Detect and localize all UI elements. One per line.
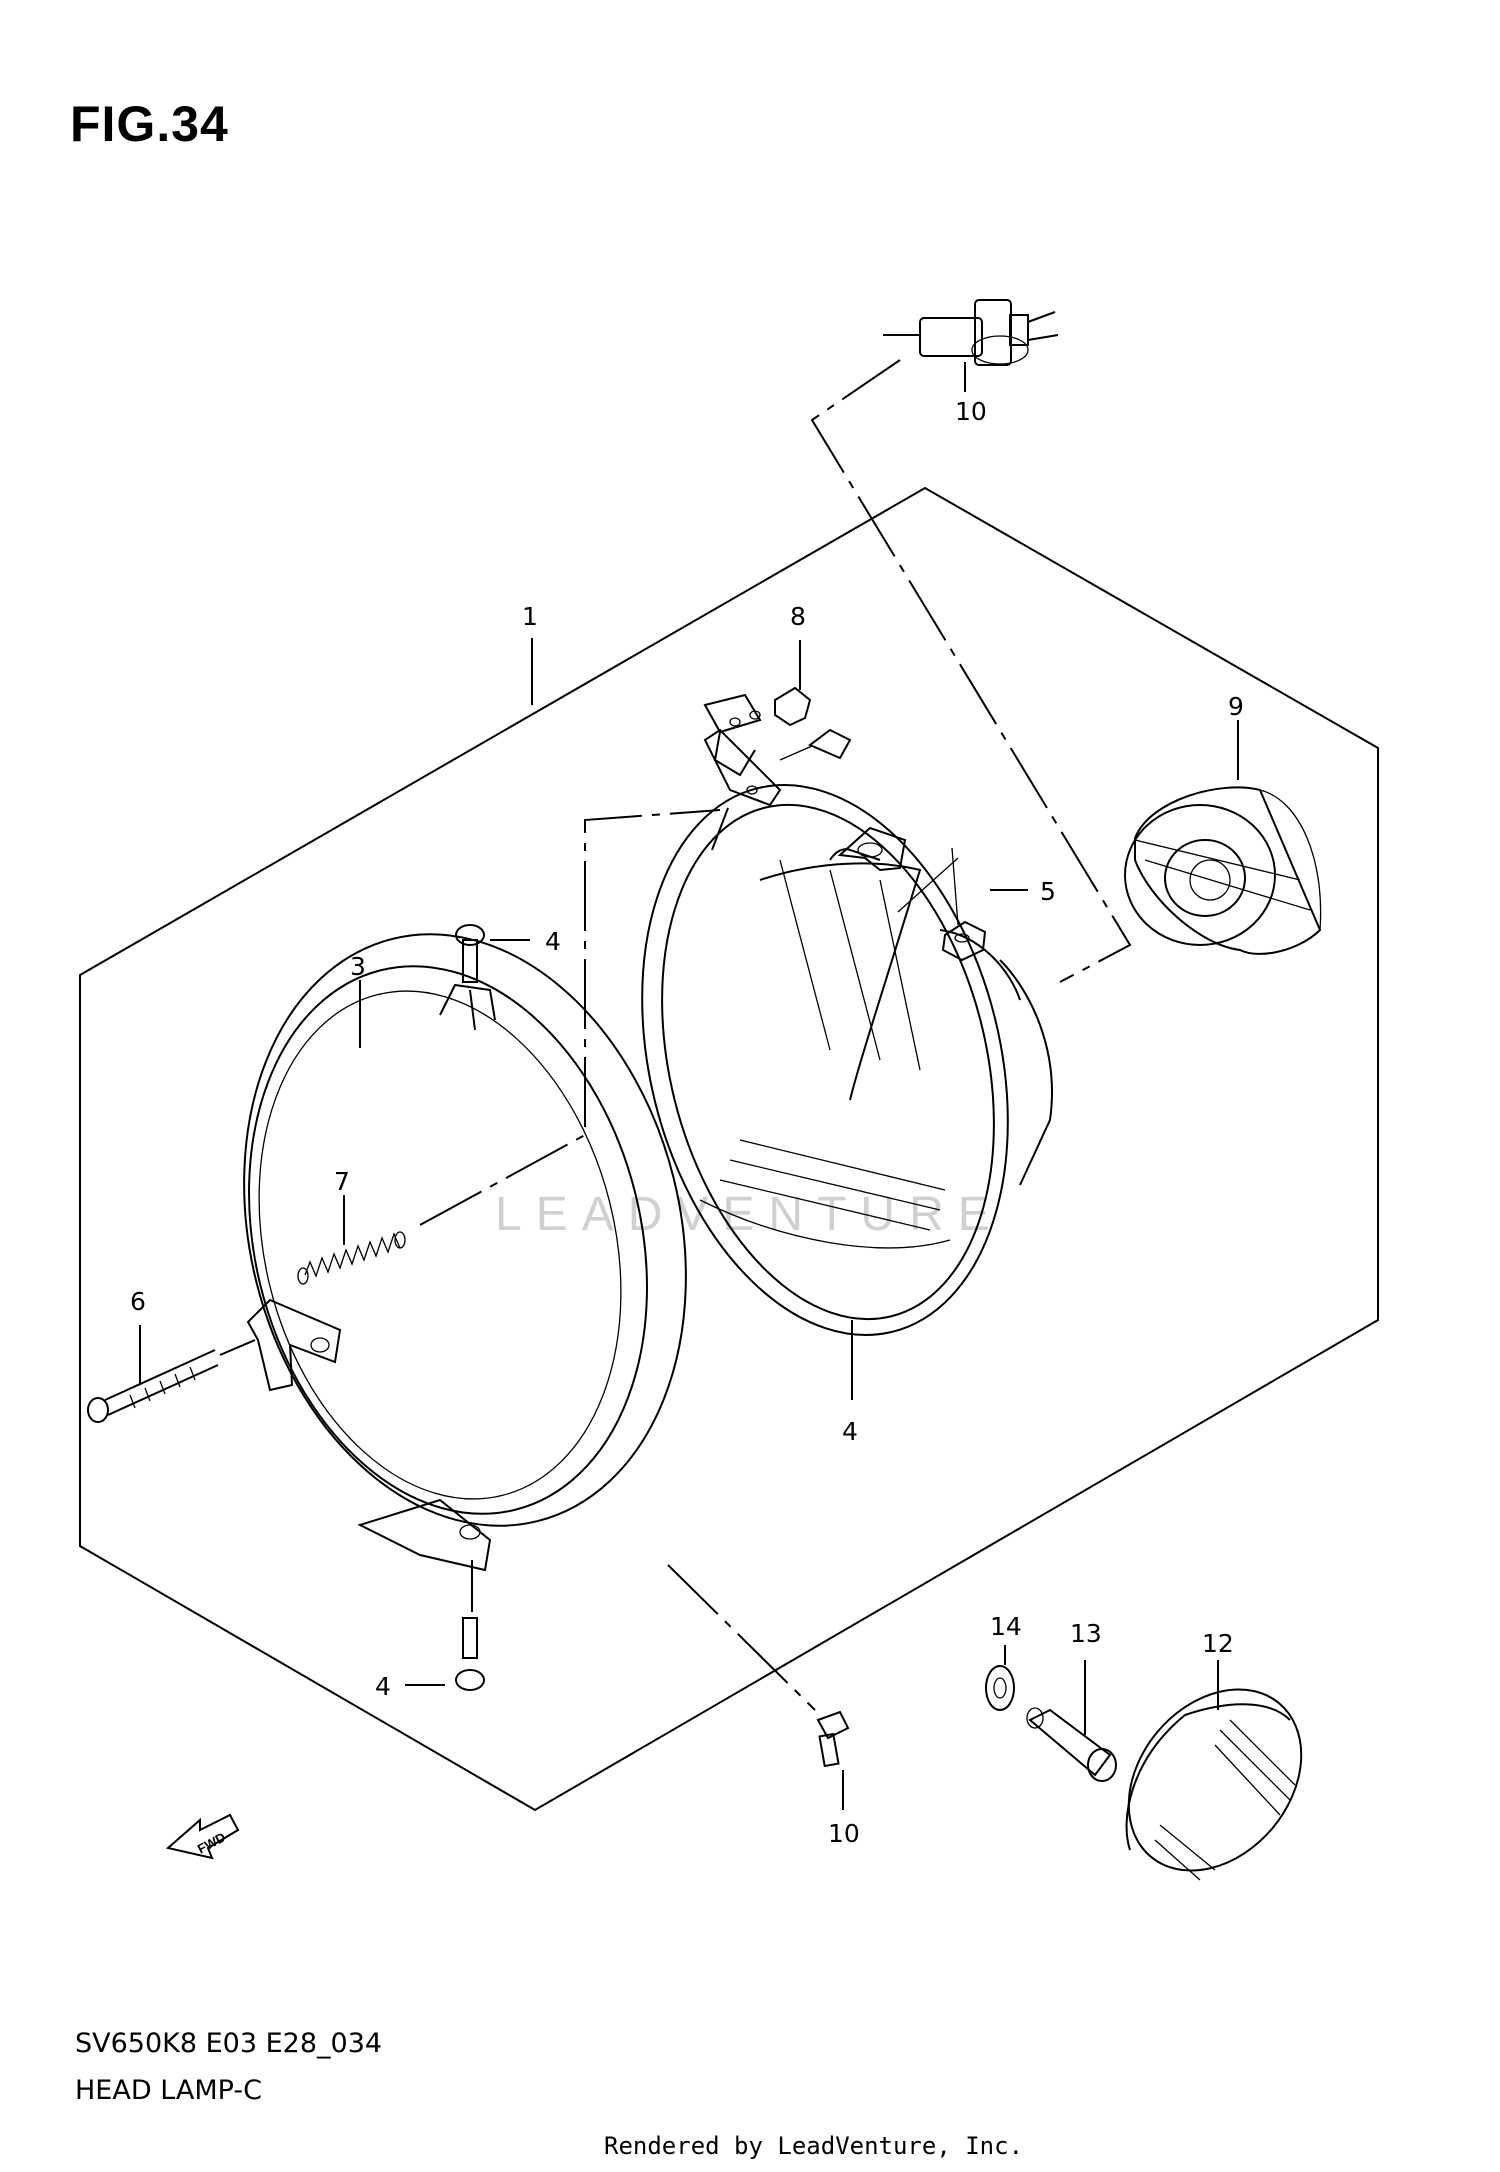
callout-4-top: 4 xyxy=(545,927,561,956)
nut-part-5[interactable] xyxy=(897,847,987,962)
housing-part-9[interactable] xyxy=(1124,786,1322,955)
dash-leader-6 xyxy=(219,1339,256,1356)
diagram-code: SV650K8 E03 E28_034 xyxy=(75,2028,383,2059)
callout-1: 1 xyxy=(522,602,538,631)
figure-title: FIG.34 xyxy=(70,96,229,152)
dash-leader-4-top xyxy=(469,989,476,1031)
reflector-part-12[interactable] xyxy=(1093,1655,1336,1905)
screw-part-6[interactable] xyxy=(87,1349,219,1423)
assembly-outline xyxy=(79,486,1379,1812)
callout-13: 13 xyxy=(1070,1619,1102,1648)
dash-leader-7 xyxy=(419,809,721,1226)
callout-7: 7 xyxy=(334,1167,350,1196)
bolt-part-11[interactable] xyxy=(816,1710,850,1768)
washer-part-14[interactable] xyxy=(985,1665,1015,1711)
lens-unit-part-3[interactable] xyxy=(587,746,1062,1374)
watermark-text: LEADVENTURE xyxy=(495,1188,1004,1241)
callout-3: 4 xyxy=(842,1417,858,1446)
screw-part-4-top[interactable] xyxy=(455,924,485,983)
callout-5: 5 xyxy=(1040,877,1056,906)
callout-12: 12 xyxy=(1202,1629,1234,1658)
callout-10: 10 xyxy=(955,397,987,426)
rim-part-2[interactable] xyxy=(184,887,746,1573)
diagram-subtitle: HEAD LAMP-C xyxy=(75,2075,262,2106)
render-credit: Rendered by LeadVenture, Inc. xyxy=(604,2132,1024,2160)
spring-part-7[interactable] xyxy=(297,1231,406,1285)
fwd-label: FWD xyxy=(195,1829,228,1856)
callout-2: 3 xyxy=(350,952,366,981)
fwd-arrow-icon: FWD xyxy=(165,1813,240,1860)
callout-8: 8 xyxy=(790,602,806,631)
bulb-part-10[interactable] xyxy=(883,299,1059,366)
callout-4-bottom: 4 xyxy=(375,1672,391,1701)
callout-9: 9 xyxy=(1228,692,1244,721)
callout-6: 6 xyxy=(130,1287,146,1316)
bracket-part-8[interactable] xyxy=(703,686,852,851)
callout-11: 10 xyxy=(828,1819,860,1848)
callout-14: 14 xyxy=(990,1612,1022,1641)
dash-leader-10 xyxy=(810,359,1132,983)
dash-leader-11 xyxy=(667,1564,816,1711)
screw-part-4-bottom[interactable] xyxy=(455,1617,485,1691)
collar-part-13[interactable] xyxy=(1026,1707,1117,1782)
